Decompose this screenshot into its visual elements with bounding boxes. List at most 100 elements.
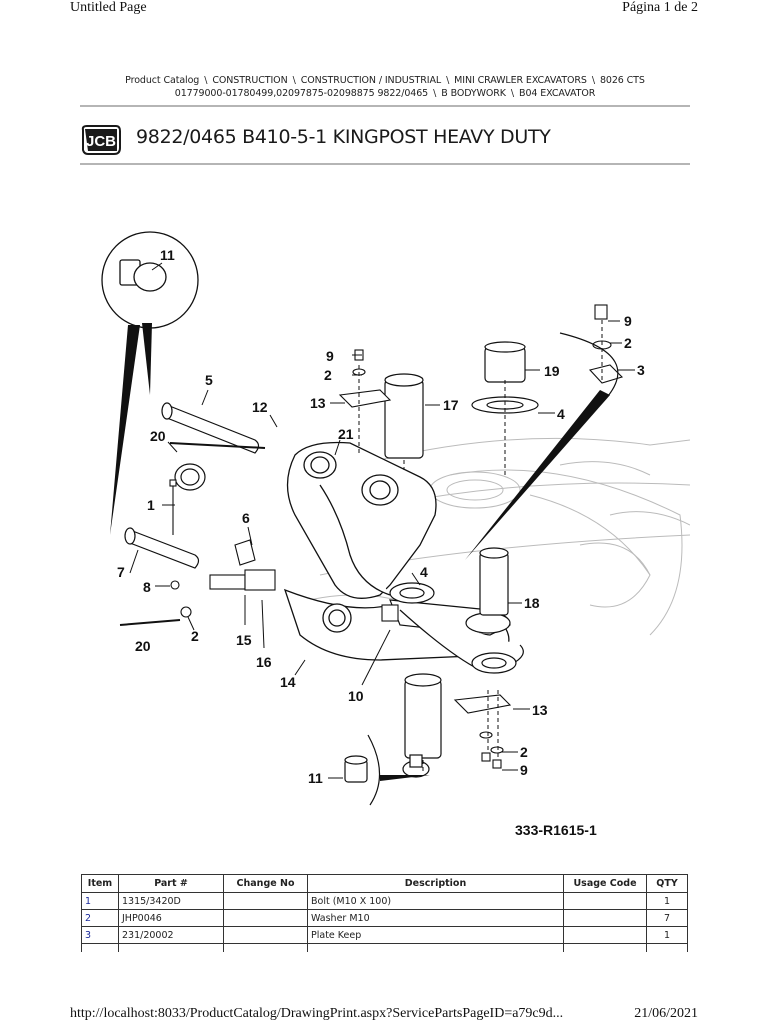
column-header-change-no: Change No	[223, 874, 308, 893]
part-number: 231/20002	[118, 926, 224, 944]
column-header-usage-code: Usage Code	[563, 874, 647, 893]
item-number[interactable]: 3	[81, 926, 119, 944]
callout-19: 19	[544, 363, 560, 379]
part-number: 1315/3420D	[118, 892, 224, 910]
detail-arc	[559, 332, 619, 406]
callout-9: 9	[326, 348, 334, 364]
breadcrumb-item[interactable]: B04 EXCAVATOR	[519, 88, 596, 99]
grease-nipple-detail	[344, 755, 368, 783]
callout-9c: 9	[520, 762, 528, 778]
callout-15: 15	[236, 632, 252, 648]
callout-20b: 20	[135, 638, 151, 654]
change-no	[223, 909, 308, 927]
callout-21: 21	[338, 426, 354, 442]
callout-12: 12	[252, 399, 268, 415]
breadcrumb-line-1: Product Catalog \ CONSTRUCTION \ CONSTRUCTIO…	[80, 74, 690, 87]
column-header-description: Description	[307, 874, 564, 893]
item-number[interactable]: 1	[81, 892, 119, 910]
breadcrumb-item[interactable]: 01779000-01780499,02097875-02098875 9822…	[174, 88, 429, 99]
table-row[interactable]: 1 1315/3420D Bolt (M10 X 100) 1	[81, 892, 688, 910]
leader-lines	[129, 262, 635, 779]
divider	[80, 163, 690, 165]
callout-13b: 13	[532, 702, 548, 718]
description: Bolt (M10 X 100)	[307, 892, 564, 910]
detail-arc	[367, 734, 381, 806]
breadcrumb-line-2: 01779000-01780499,02097875-02098875 9822…	[80, 87, 690, 100]
item-number[interactable]: 2	[81, 909, 119, 927]
jcb-logo-icon: JCB	[81, 125, 121, 155]
callout-7: 7	[117, 564, 125, 580]
column-header-part: Part #	[118, 874, 224, 893]
empty-cell	[118, 943, 224, 952]
part-number: JHP0046	[118, 909, 224, 927]
callout-18: 18	[524, 595, 540, 611]
callout-4b: 4	[420, 564, 428, 580]
empty-cell	[81, 943, 119, 952]
parts-table: Item Part # Change No Description Usage …	[81, 874, 688, 952]
callout-9b: 9	[624, 313, 632, 329]
detail-pointer	[110, 325, 140, 535]
title-row: JCB 9822/0465 B410-5-1 KINGPOST HEAVY DU…	[80, 120, 690, 160]
breadcrumb-separator: \	[292, 75, 296, 86]
column-header-item: Item	[81, 874, 119, 893]
print-page-count: Página 1 de 2	[622, 0, 698, 15]
usage-code	[563, 926, 647, 944]
detail-pointer	[465, 390, 610, 560]
breadcrumb-item[interactable]: CONSTRUCTION	[212, 75, 288, 86]
breadcrumb-separator: \	[204, 75, 208, 86]
table-row-cut-off	[81, 943, 688, 952]
table-row[interactable]: 2 JHP0046 Washer M10 7	[81, 909, 688, 927]
divider	[80, 105, 690, 107]
breadcrumb-separator: \	[433, 88, 437, 99]
quantity: 1	[646, 926, 688, 944]
breadcrumb-item[interactable]: Product Catalog	[125, 75, 200, 86]
detail-pointer	[142, 323, 152, 395]
pivot-bosses	[303, 451, 399, 633]
callout-2d: 2	[520, 744, 528, 760]
callout-13: 13	[310, 395, 326, 411]
callout-2b: 2	[324, 367, 332, 383]
breadcrumb-separator: \	[446, 75, 450, 86]
usage-code	[563, 892, 647, 910]
callout-16: 16	[256, 654, 272, 670]
callout-4: 4	[557, 406, 565, 422]
breadcrumb: Product Catalog \ CONSTRUCTION \ CONSTRUCTIO…	[80, 74, 690, 100]
callout-17: 17	[443, 397, 459, 413]
callout-8: 8	[143, 579, 151, 595]
diagram-canvas: 11 5 12 20 1 6 7 8 20 2 15 16 14 9 2 13 …	[101, 231, 691, 838]
callout-20: 20	[150, 428, 166, 444]
swing-arms	[389, 582, 524, 674]
callout-14: 14	[280, 674, 296, 690]
breadcrumb-item[interactable]: 8026 CTS	[599, 75, 645, 86]
exploded-parts-diagram: 11 5 12 20 1 6 7 8 20 2 15 16 14 9 2 13 …	[90, 215, 691, 855]
assembly-lines	[358, 320, 603, 773]
drawing-number: 333-R1615-1	[515, 822, 597, 838]
callout-11b: 11	[308, 770, 323, 786]
quantity: 7	[646, 909, 688, 927]
empty-cell	[223, 943, 308, 952]
table-header-row: Item Part # Change No Description Usage …	[81, 874, 688, 893]
print-page-title: Untitled Page	[70, 0, 147, 15]
callout-3: 3	[637, 362, 645, 378]
print-header: Untitled Page Página 1 de 2	[0, 0, 768, 20]
quantity: 1	[646, 892, 688, 910]
detail-pointer	[380, 775, 430, 781]
callout-1: 1	[147, 497, 155, 513]
breadcrumb-item[interactable]: B BODYWORK	[441, 88, 506, 99]
callout-11: 11	[160, 247, 175, 263]
breadcrumb-separator: \	[591, 75, 595, 86]
callout-2: 2	[191, 628, 199, 644]
breadcrumb-item[interactable]: MINI CRAWLER EXCAVATORS	[454, 75, 587, 86]
description: Plate Keep	[307, 926, 564, 944]
description: Washer M10	[307, 909, 564, 927]
print-date: 21/06/2021	[634, 1006, 698, 1021]
breadcrumb-item[interactable]: CONSTRUCTION / INDUSTRIAL	[300, 75, 442, 86]
usage-code	[563, 909, 647, 927]
logo-text: JCB	[86, 133, 116, 150]
breadcrumb-separator: \	[510, 88, 515, 99]
change-no	[223, 892, 308, 910]
callout-2c: 2	[624, 335, 632, 351]
detail-bubble	[101, 231, 199, 329]
table-row[interactable]: 3 231/20002 Plate Keep 1	[81, 926, 688, 944]
callout-6: 6	[242, 510, 250, 526]
